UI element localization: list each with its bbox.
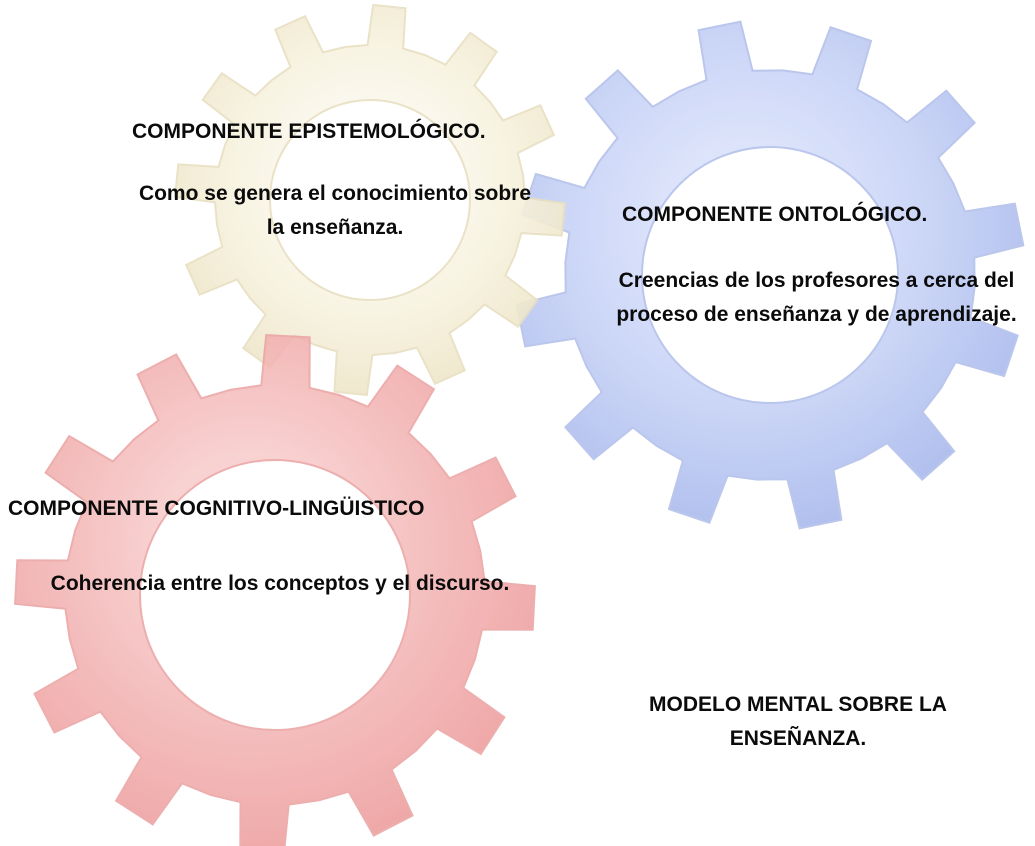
gear-ontologico: [515, 20, 1025, 530]
cognitivo-description: Coherencia entre los conceptos y el disc…: [50, 572, 510, 595]
gear-ontologico-body: [515, 20, 1025, 530]
epistemologico-description: Como se genera el conocimiento sobre la …: [138, 182, 532, 239]
gear-cognitivo: [14, 334, 536, 846]
gear-epistemologico: [173, 3, 567, 397]
ontologico-title: COMPONENTE ONTOLÓGICO.: [622, 203, 928, 226]
cognitivo-title: COMPONENTE COGNITIVO-LINGÜISTICO: [8, 497, 425, 520]
gear-epistemologico-body: [173, 3, 567, 397]
gear-cognitivo-body: [14, 334, 536, 846]
ontologico-description: Creencias de los profesores a cerca del …: [616, 269, 1017, 326]
epistemologico-title: COMPONENTE EPISTEMOLÓGICO.: [132, 120, 486, 143]
modelo-mental-title: MODELO MENTAL SOBRE LA ENSEÑANZA.: [649, 693, 947, 750]
